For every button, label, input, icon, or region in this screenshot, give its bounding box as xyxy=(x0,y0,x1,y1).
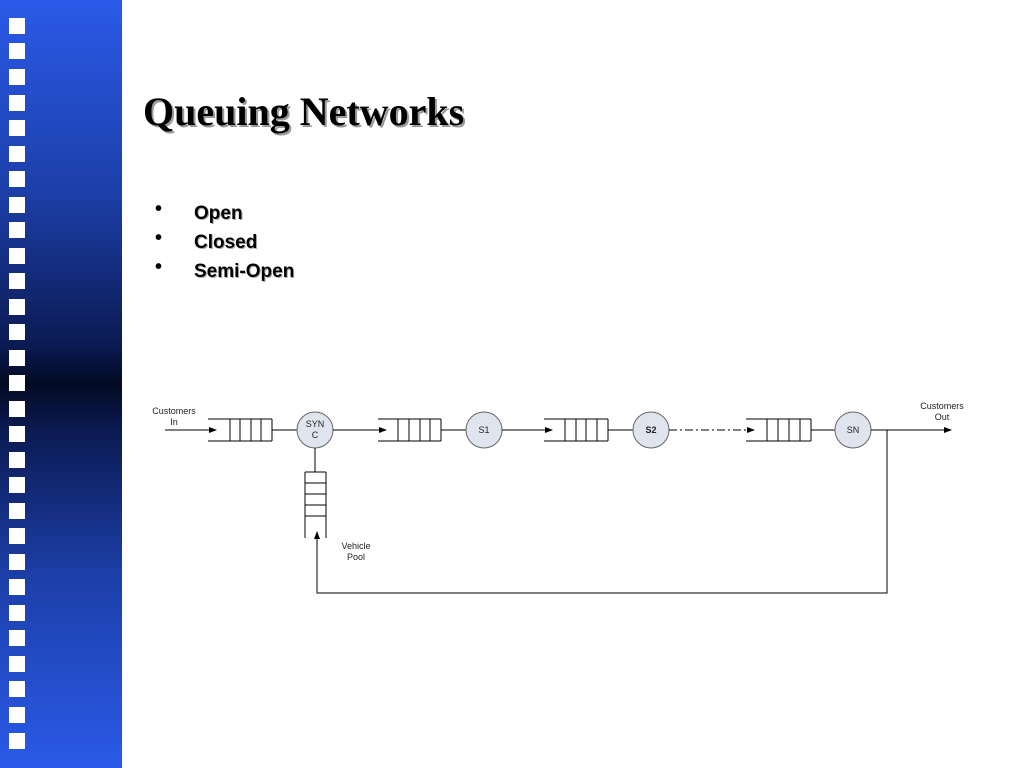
bullet-dot-icon: • xyxy=(155,227,163,249)
node-sync-label-line1: SYN xyxy=(306,419,325,429)
sidebar-square xyxy=(9,43,25,59)
sidebar-square xyxy=(9,401,25,417)
sidebar-square xyxy=(9,503,25,519)
sidebar-square xyxy=(9,222,25,238)
sidebar-square xyxy=(9,69,25,85)
customers-in-label-line2: In xyxy=(170,417,178,427)
sidebar-square xyxy=(9,146,25,162)
bullet-dot-icon: • xyxy=(155,256,163,278)
sidebar-square xyxy=(9,375,25,391)
bullet-dot-icon: • xyxy=(155,198,163,220)
sidebar-square xyxy=(9,18,25,34)
customers-out-label-line2: Out xyxy=(935,412,950,422)
node-sync: SYN C xyxy=(296,411,334,449)
customers-out-label-line1: Customers xyxy=(920,401,964,411)
node-sn-label: SN xyxy=(847,425,860,435)
sidebar-square xyxy=(9,554,25,570)
queue-4 xyxy=(746,418,812,442)
sidebar-square xyxy=(9,324,25,340)
sidebar-square xyxy=(9,171,25,187)
node-s2: S2 xyxy=(632,411,670,449)
node-s1-label: S1 xyxy=(478,425,489,435)
sidebar-square xyxy=(9,95,25,111)
sidebar-square xyxy=(9,477,25,493)
queue-3 xyxy=(544,418,609,442)
sidebar-square xyxy=(9,248,25,264)
sidebar-square xyxy=(9,681,25,697)
sidebar-decoration xyxy=(0,0,122,768)
vehicle-pool-label-line2: Pool xyxy=(347,552,365,562)
sidebar-square xyxy=(9,452,25,468)
queue-2 xyxy=(378,418,442,442)
sidebar-square xyxy=(9,350,25,366)
sidebar-square xyxy=(9,707,25,723)
vehicle-return-loop xyxy=(314,430,888,594)
bullet-text: Semi-Open xyxy=(194,261,295,282)
sidebar-square xyxy=(9,733,25,749)
sidebar-square xyxy=(9,630,25,646)
customers-in-label-line1: Customers xyxy=(152,406,196,416)
queue-1 xyxy=(208,418,273,442)
sidebar-square xyxy=(9,579,25,595)
node-s1: S1 xyxy=(465,411,503,449)
bullet-text: Closed xyxy=(194,232,258,253)
sidebar-square xyxy=(9,197,25,213)
node-sync-label-line2: C xyxy=(312,430,319,440)
slide-title: Queuing Networks xyxy=(143,89,465,134)
node-sn: SN xyxy=(834,411,872,449)
bullet-text: Open xyxy=(194,203,243,224)
sidebar-square xyxy=(9,273,25,289)
sidebar-square xyxy=(9,605,25,621)
vehicle-pool-label-line1: Vehicle xyxy=(341,541,370,551)
vehicle-pool-queue xyxy=(304,471,327,538)
sidebar-square xyxy=(9,120,25,136)
sidebar-square xyxy=(9,299,25,315)
node-s2-label: S2 xyxy=(645,425,656,435)
sidebar-square xyxy=(9,426,25,442)
sidebar-square xyxy=(9,528,25,544)
sidebar-square xyxy=(9,656,25,672)
